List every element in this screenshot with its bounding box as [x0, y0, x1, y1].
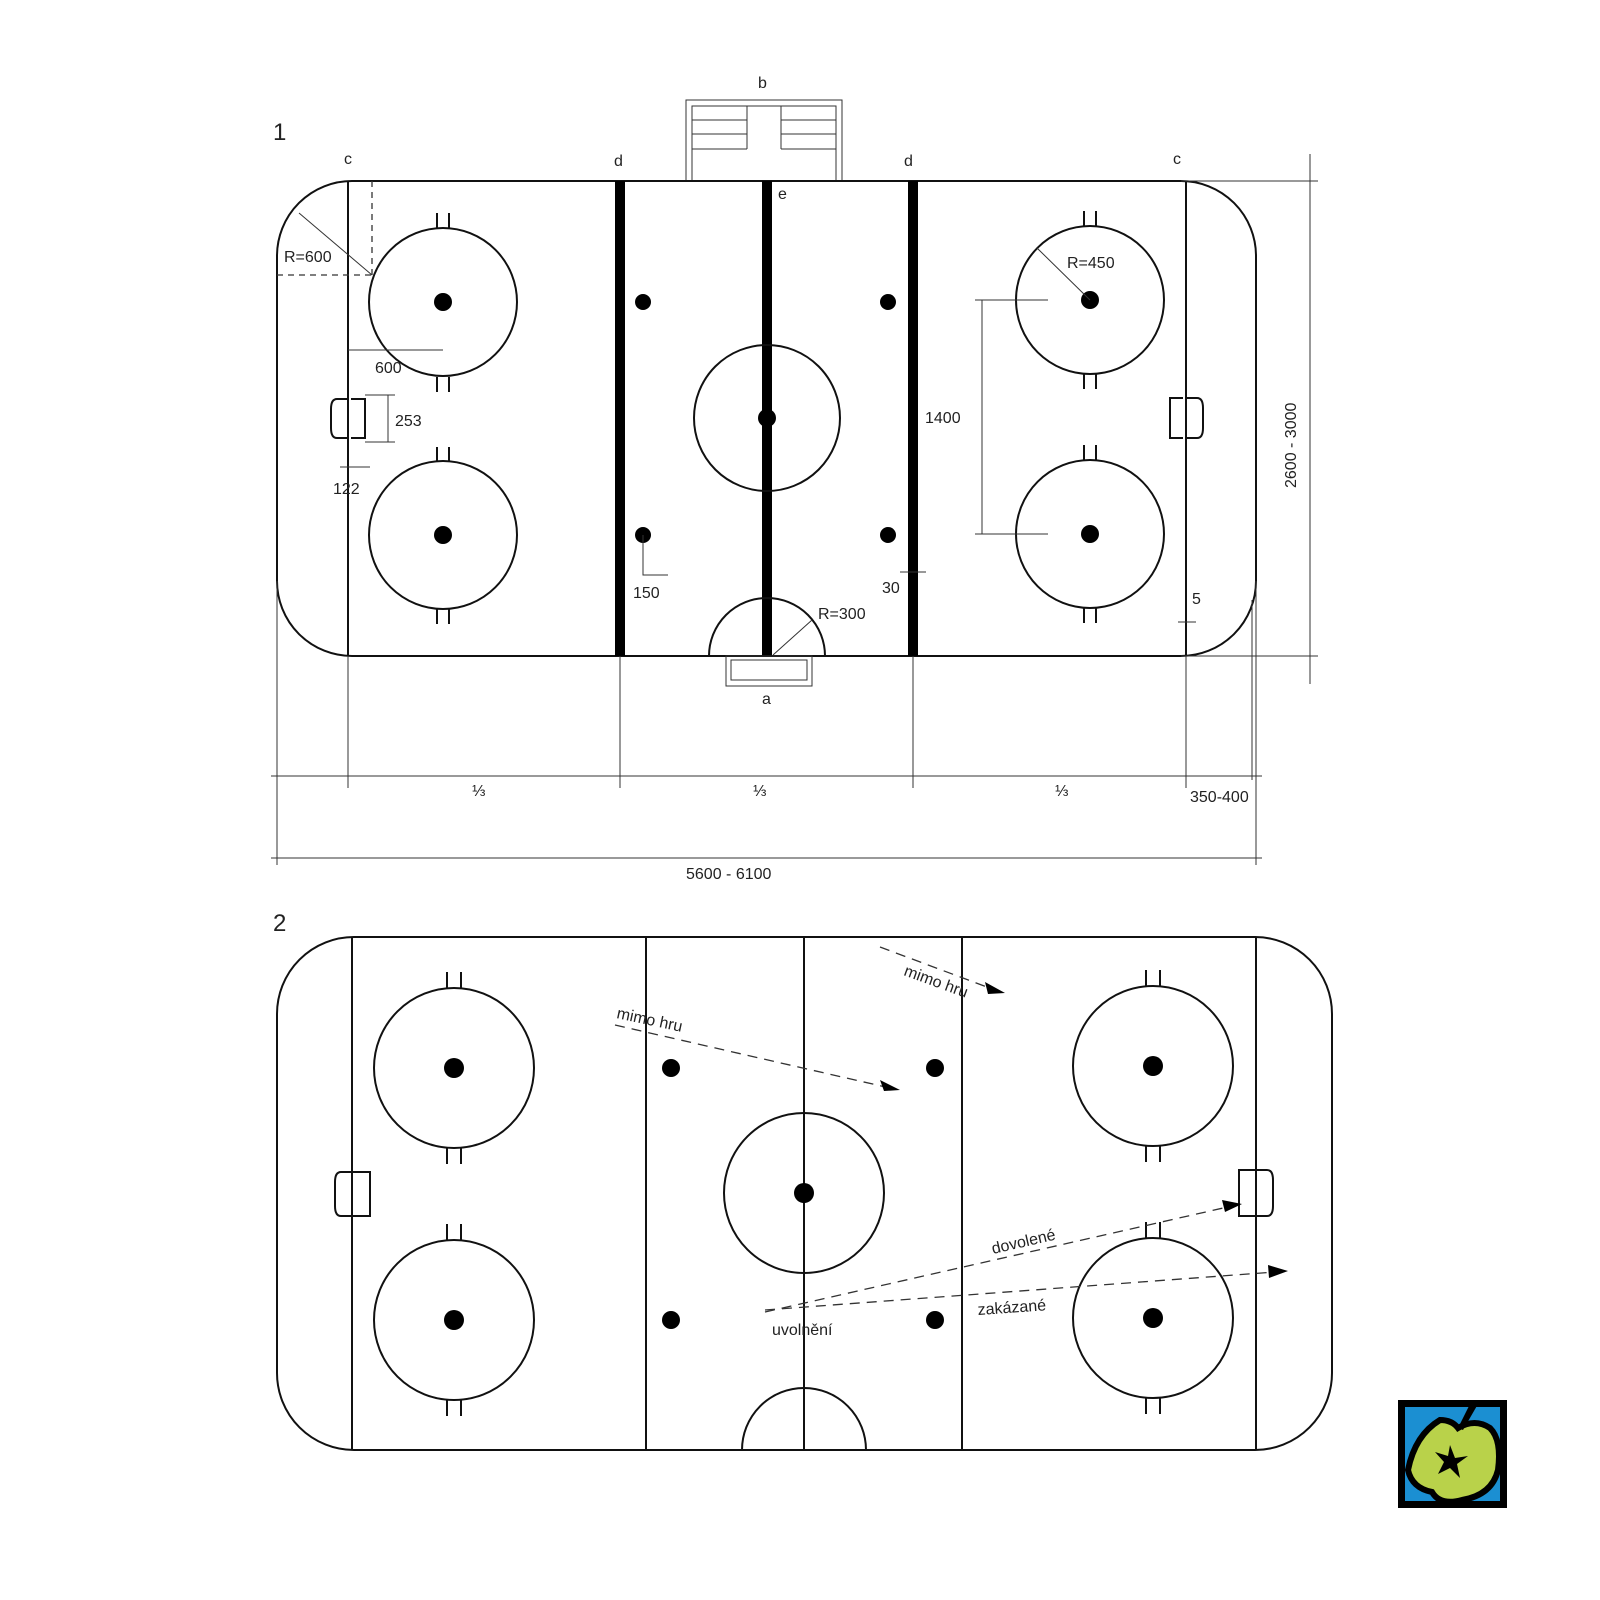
dim-30: 30: [882, 580, 900, 597]
dim-total-width: 2600 - 3000: [1283, 402, 1300, 488]
label-release: uvolnění: [772, 1322, 833, 1339]
label-c-right: c: [1173, 151, 1181, 168]
referee-crease-2: [741, 1387, 867, 1451]
dim-total-length: 5600 - 6100: [686, 866, 772, 883]
apple-logo: [1398, 1400, 1507, 1508]
label-offside-1: mimo hru: [615, 1005, 684, 1035]
blue-line-right: [908, 181, 918, 656]
label-e: e: [778, 186, 787, 203]
dim-third-3: ⅓: [1055, 783, 1068, 800]
dim-5: 5: [1192, 591, 1201, 608]
dim-end-zone: 350-400: [1190, 789, 1249, 806]
label-d-right: d: [904, 153, 913, 170]
label-a: a: [762, 691, 771, 708]
dim-third-1: ⅓: [472, 783, 485, 800]
blue-line-left: [615, 181, 625, 656]
label-c-left: c: [344, 151, 352, 168]
dim-center-radius: R=300: [818, 606, 866, 623]
dim-150: 150: [633, 585, 660, 602]
label-b: b: [758, 75, 767, 92]
label-d-left: d: [614, 153, 623, 170]
dim-corner-radius: R=600: [284, 249, 332, 266]
label-allowed: dovolené: [990, 1227, 1057, 1258]
dim-253: 253: [395, 413, 422, 430]
goal-left: [330, 398, 366, 439]
figure-2-number: 2: [273, 910, 286, 937]
center-circle: [693, 344, 841, 492]
dim-600: 600: [375, 360, 402, 377]
players-bench: [685, 99, 843, 182]
label-offside-2: mimo hru: [902, 963, 970, 1002]
dim-third-2: ⅓: [753, 783, 766, 800]
figure-1: 1 b c c d d e: [271, 75, 1318, 883]
dim-1400: 1400: [925, 410, 961, 427]
dim-circle-radius: R=450: [1067, 255, 1115, 272]
play-arrows: [614, 946, 1288, 1313]
figure-2: 2 mimo hru mimo hru dovolené zakázané uv…: [273, 910, 1333, 1451]
label-forbidden: zakázané: [977, 1297, 1047, 1319]
dim-122: 122: [333, 481, 360, 498]
referee-crease: [708, 597, 826, 657]
rink-2-circles: [373, 970, 1234, 1416]
goal-right-2: [1238, 1169, 1274, 1217]
figure-1-number: 1: [273, 119, 286, 146]
goal-right: [1169, 397, 1204, 439]
goal-left-2: [334, 1171, 371, 1217]
penalty-box: [725, 655, 813, 687]
